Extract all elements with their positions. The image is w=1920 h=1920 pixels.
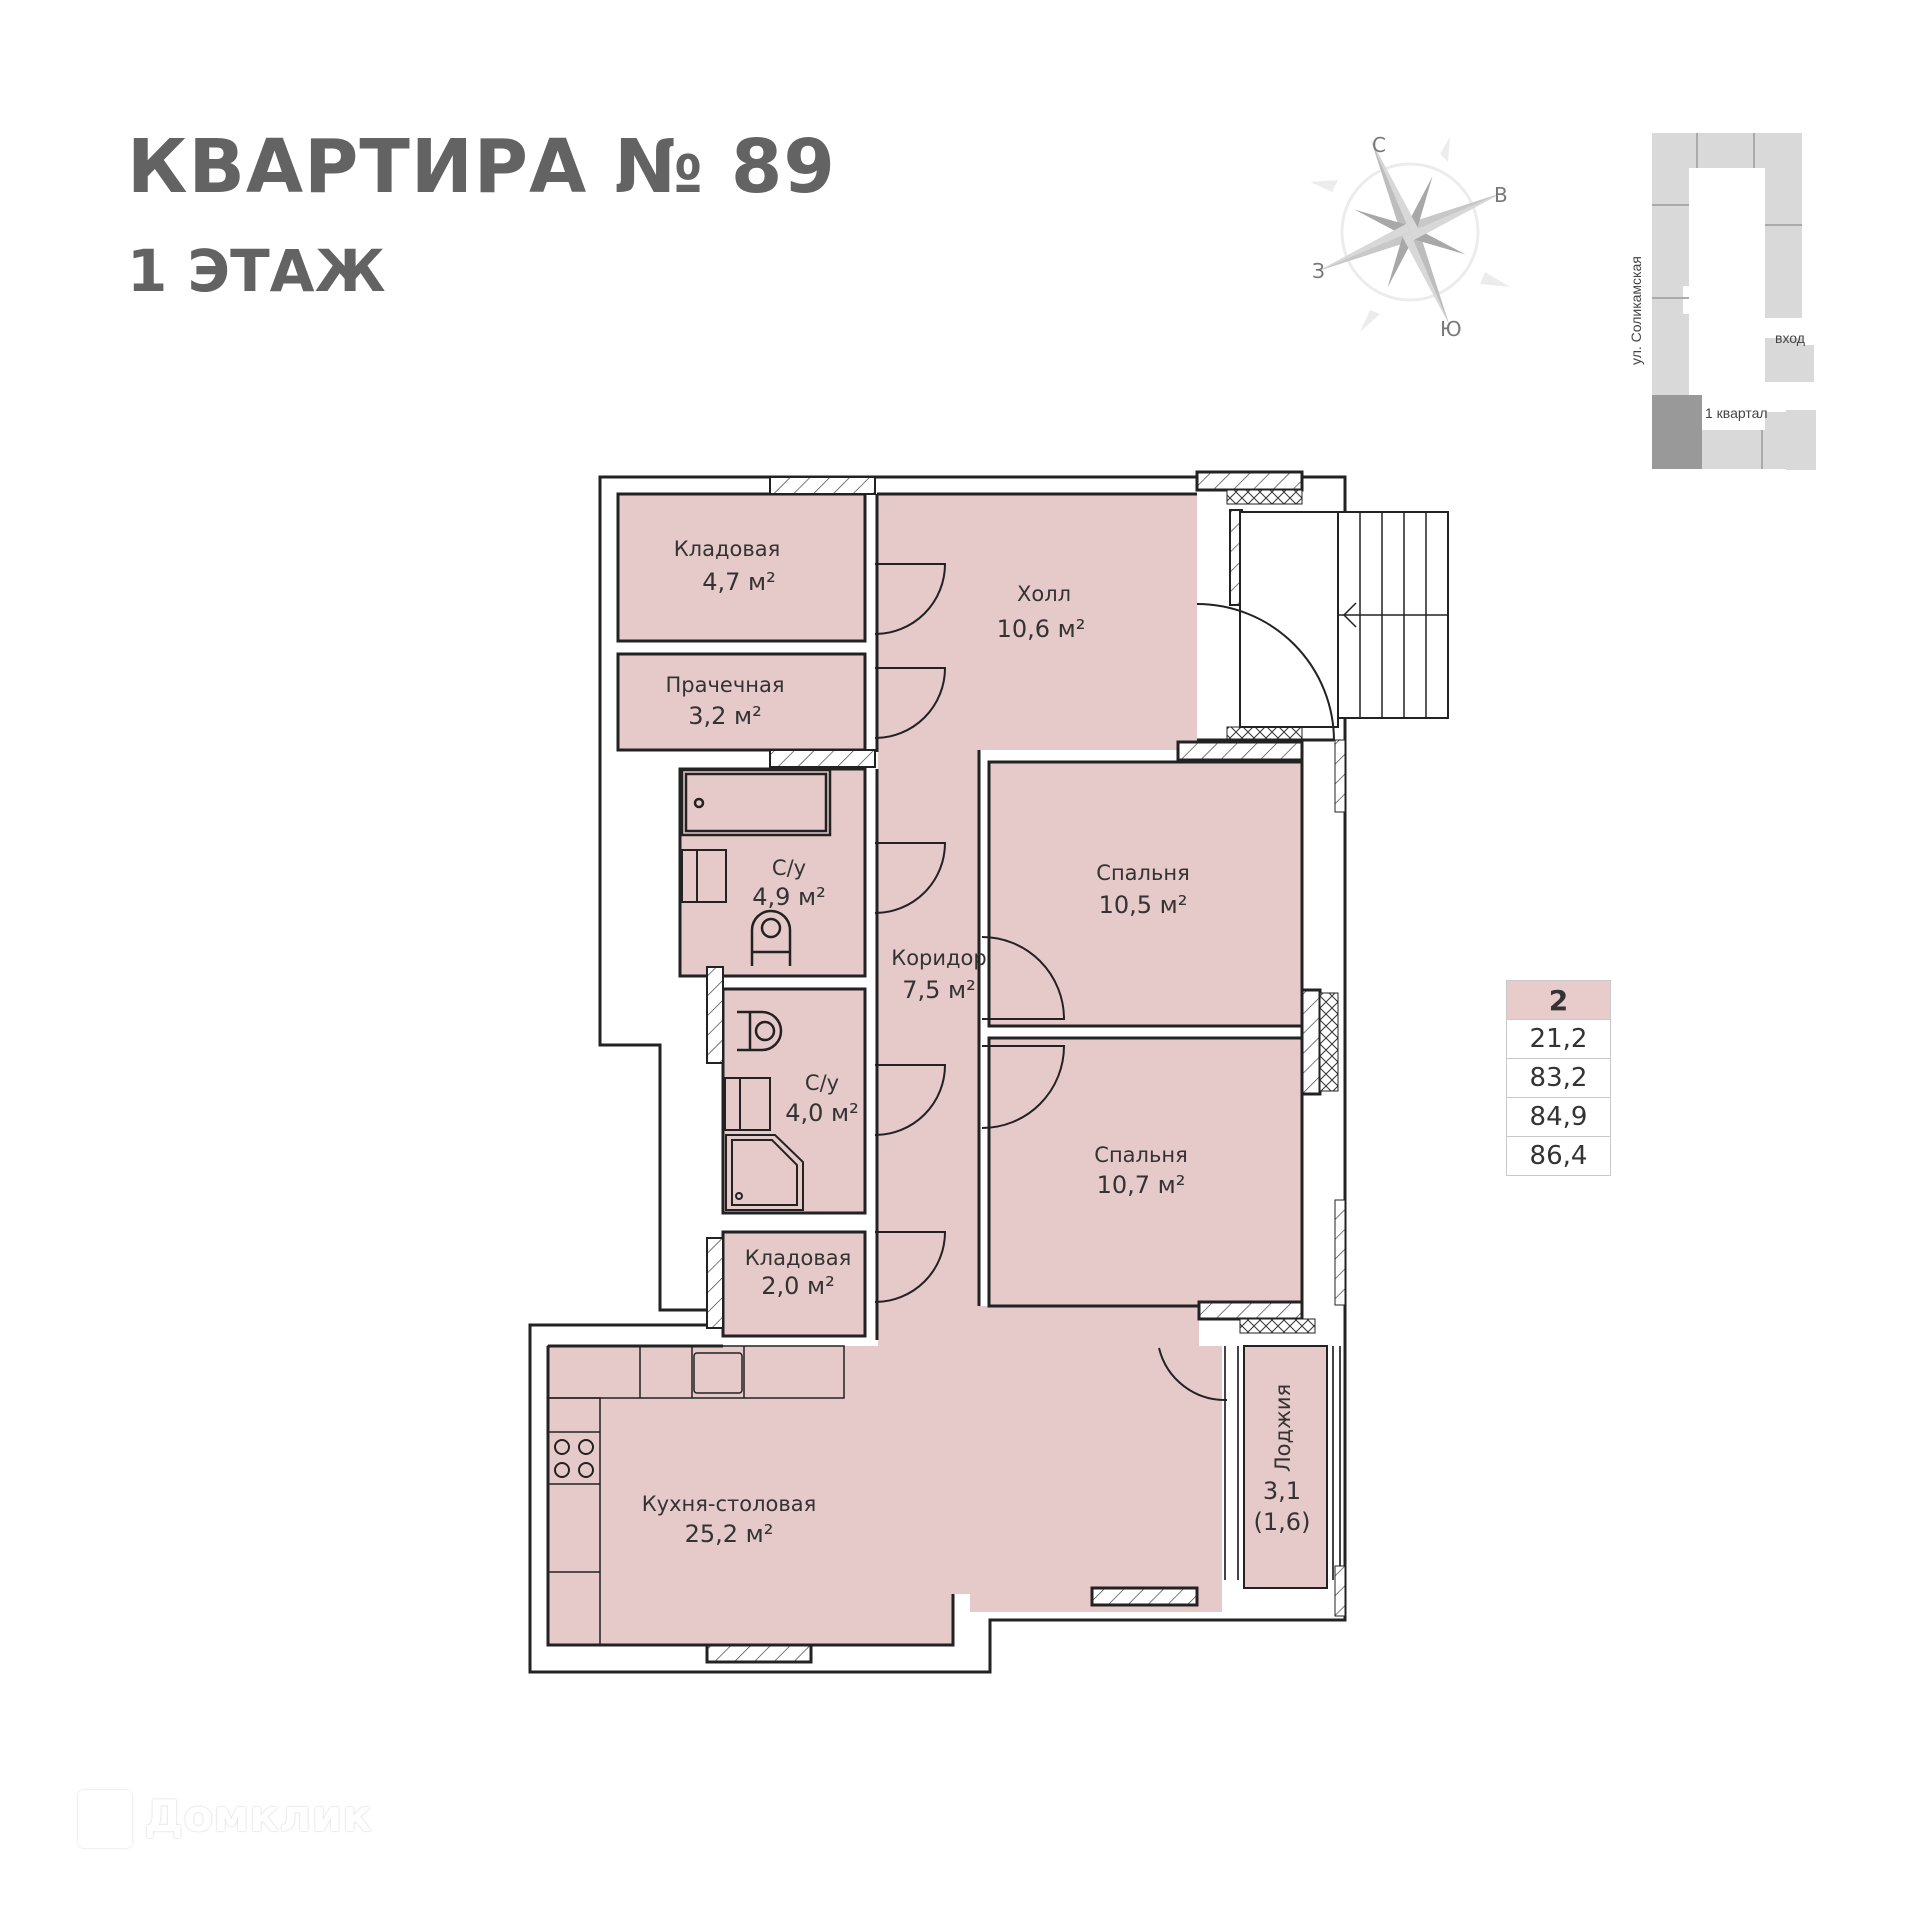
block-label: 1 квартал xyxy=(1705,405,1768,421)
room-loggia xyxy=(1243,1345,1328,1589)
watermark-logo: Домклик xyxy=(78,1790,372,1848)
room-area: 3,2 м² xyxy=(688,702,762,730)
compass-west-label: З xyxy=(1312,259,1325,283)
compass-north-label: С xyxy=(1372,133,1386,157)
compass-rose-icon: С В Ю З xyxy=(1310,133,1510,341)
rooms-count: 2 xyxy=(1506,980,1611,1020)
street-label: ул. Соликамская xyxy=(1628,256,1644,365)
room-label: Прачечная xyxy=(666,673,785,697)
area-value: 86,4 xyxy=(1506,1136,1611,1176)
room-area: 4,7 м² xyxy=(702,568,776,596)
room-laundry xyxy=(616,652,867,752)
room-area: 2,0 м² xyxy=(761,1272,835,1300)
shower-tray-icon xyxy=(725,1134,804,1211)
entry-label: вход xyxy=(1775,330,1805,346)
stove-icon xyxy=(554,1439,594,1478)
room-bathroom-2 xyxy=(721,987,867,1215)
room-area: 25,2 м² xyxy=(685,1520,774,1548)
compass-east-label: В xyxy=(1494,183,1508,207)
room-area: 10,7 м² xyxy=(1097,1171,1186,1199)
room-area: 10,6 м² xyxy=(997,615,1086,643)
room-bedroom-1 xyxy=(987,760,1304,1028)
washing-machine-icon xyxy=(681,849,727,903)
room-label: Кладовая xyxy=(745,1246,851,1270)
compass-south-label: Ю xyxy=(1440,317,1462,341)
room-label: Спальня xyxy=(1096,861,1189,885)
room-storage-1 xyxy=(616,492,867,643)
room-area: 4,9 м² xyxy=(752,883,826,911)
washing-machine-icon-2 xyxy=(724,1077,771,1131)
room-area: 10,5 м² xyxy=(1099,891,1188,919)
floor-label: 1 ЭТАЖ xyxy=(127,237,386,305)
room-area: 4,0 м² xyxy=(785,1099,859,1127)
room-label: Коридор xyxy=(891,946,986,970)
room-area: 3,1 xyxy=(1263,1477,1301,1505)
bathtub-icon xyxy=(680,768,832,837)
room-label: Лоджия xyxy=(1271,1384,1295,1472)
room-area-reduced: (1,6) xyxy=(1254,1508,1311,1536)
watermark-text: Домклик xyxy=(144,1791,373,1842)
room-label: С/у xyxy=(772,856,806,880)
room-label: С/у xyxy=(805,1071,839,1095)
room-hall-corridor-kitchen xyxy=(548,494,1222,1645)
floor-plan xyxy=(528,470,1449,1674)
room-area: 7,5 м² xyxy=(902,976,976,1004)
room-label: Кладовая xyxy=(674,537,780,561)
entrance-stairs xyxy=(1196,511,1449,742)
entry-arrow-icon xyxy=(1342,602,1357,628)
toilet-icon xyxy=(750,909,792,966)
toilet-icon-2 xyxy=(737,1010,783,1052)
house-logo-icon xyxy=(78,1790,132,1848)
room-label: Холл xyxy=(1017,582,1071,606)
room-bathroom-1 xyxy=(678,767,867,978)
room-label: Спальня xyxy=(1094,1143,1187,1167)
room-label: Кухня-столовая xyxy=(642,1492,816,1516)
page-title: КВАРТИРА № 89 xyxy=(127,124,836,210)
area-value: 84,9 xyxy=(1506,1097,1611,1137)
room-bedroom-2 xyxy=(987,1036,1304,1308)
site-minimap xyxy=(1652,133,1816,470)
area-summary-table: 2 21,2 83,2 84,9 86,4 xyxy=(1506,980,1611,1176)
area-value: 83,2 xyxy=(1506,1058,1611,1098)
area-value: 21,2 xyxy=(1506,1019,1611,1059)
door-swings xyxy=(874,563,1228,1402)
kitchen-counter xyxy=(547,1345,845,1646)
